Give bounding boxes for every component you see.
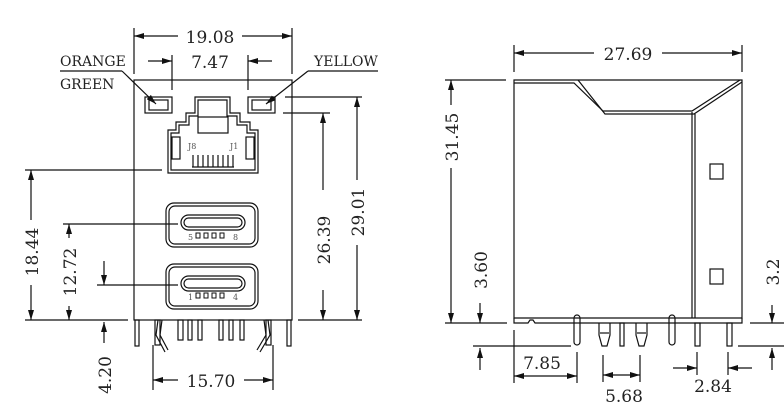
dim-height-26-39: 26.39 [315,216,335,265]
dim-height-29-01: 29.01 [349,188,369,237]
dim-height-18-44: 18.44 [23,228,43,277]
usb-bottom-pin-right: 4 [233,293,238,302]
dim-led-spacing: 7.47 [191,53,229,73]
usb-port-top: 5 8 [165,202,259,248]
dim-standoff: 3.60 [472,251,492,289]
housing-outline [133,79,293,321]
rj45-pin-label-left: J8 [187,142,196,151]
side-housing-outline [513,79,743,319]
dim-width-total: 19.08 [186,28,235,48]
dim-height: 31.45 [443,113,463,162]
dim-height-12-72: 12.72 [61,248,81,297]
side-view: 27.69 31.45 3.60 3.2 7.85 5.68 2.84 [443,45,784,406]
rj45-pin-label-right: J1 [229,142,238,151]
dim-pin-right: 3.2 [764,258,784,285]
dim-rear-pin-pitch: 2.84 [694,377,732,397]
led-right [247,96,276,114]
usb-port-bottom: 1 4 [165,263,259,310]
window-lower [709,268,724,285]
label-yellow: YELLOW [313,54,379,70]
label-orange: ORANGE [60,54,126,70]
label-green: GREEN [60,77,114,93]
dim-pin-length: 4.20 [96,356,116,394]
dim-front-offset: 7.85 [523,354,561,374]
front-view: J8 J1 5 8 1 4 ORAN [23,28,379,394]
usb-bottom-pin-left: 1 [188,293,193,302]
led-left [144,96,173,114]
usb-top-pin-left: 5 [188,233,193,242]
dim-depth: 27.69 [604,45,653,65]
usb-top-pin-right: 8 [233,233,238,242]
window-upper [709,163,724,180]
side-pins [573,314,733,347]
dim-pin-pitch: 5.68 [605,387,643,406]
dim-pin-span: 15.70 [187,372,236,392]
rj45-port: J8 J1 [167,96,259,174]
front-pins [134,319,292,353]
